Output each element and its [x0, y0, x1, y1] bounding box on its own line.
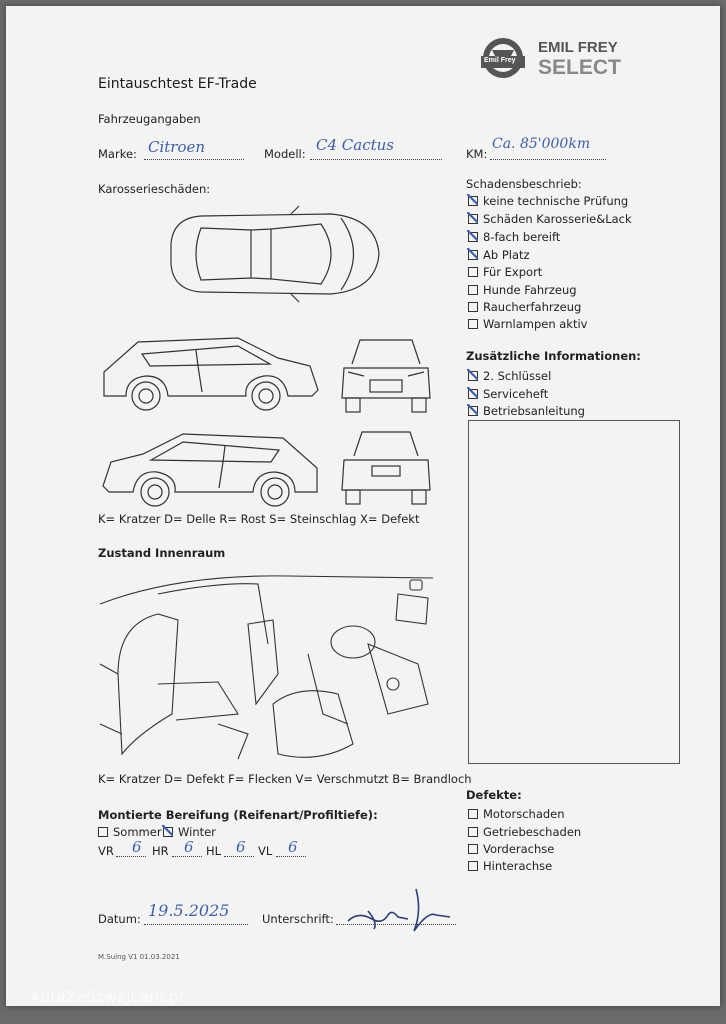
datum-value[interactable]: 19.5.2025 — [148, 901, 230, 920]
marke-label: Marke: — [98, 147, 137, 161]
datum-label: Datum: — [98, 912, 141, 926]
checkbox-sommer[interactable]: Sommer — [98, 825, 162, 839]
signature-icon — [347, 888, 451, 932]
vl-label: VL — [258, 844, 273, 858]
checkbox-motorschaden[interactable]: Motorschaden — [468, 807, 565, 821]
version-text: M.Suing V1 01.03.2021 — [98, 953, 180, 961]
hl-value[interactable]: 6 — [236, 838, 246, 856]
checkbox-winter[interactable]: Winter — [162, 825, 216, 839]
car-front-view-icon — [341, 339, 431, 413]
vehicle-section-title: Fahrzeugangaben — [98, 112, 201, 126]
form-title: Eintauschtest EF-Trade — [98, 76, 257, 92]
checkbox-ab-platz[interactable]: Ab Platz — [467, 248, 530, 262]
checkbox-hinterachse[interactable]: Hinterachse — [468, 859, 552, 873]
logo-emblem-text: Emil Frey — [484, 57, 516, 64]
vr-value[interactable]: 6 — [132, 838, 142, 856]
vl-value[interactable]: 6 — [288, 838, 298, 856]
checkbox-vorderachse[interactable]: Vorderachse — [468, 842, 554, 856]
checkbox-8-fach-bereift[interactable]: 8-fach bereift — [467, 230, 560, 244]
interior-legend: K= Kratzer D= Defekt F= Flecken V= Versc… — [98, 772, 472, 786]
emil-frey-emblem-icon — [481, 38, 525, 78]
watermark-text: AutaZeSzwajcarii.pl — [30, 988, 184, 1006]
checkbox-zweiter-schluessel[interactable]: 2. Schlüssel — [467, 369, 551, 383]
checkbox-schaeden-karosserie[interactable]: Schäden Karosserie&Lack — [467, 212, 632, 226]
checkbox-keine-technische-pruefung[interactable]: keine technische Prüfung — [467, 194, 628, 208]
km-value[interactable]: Ca. 85'000km — [492, 136, 591, 152]
car-left-side-icon — [103, 337, 319, 411]
interior-section-title: Zustand Innenraum — [98, 546, 226, 560]
body-damage-section-title: Karosserieschäden: — [98, 182, 211, 196]
car-top-view-icon — [170, 205, 380, 303]
logo-line2: SELECT — [538, 56, 621, 79]
tires-section-title: Montierte Bereifung (Reifenart/Profiltie… — [98, 808, 378, 822]
hr-value[interactable]: 6 — [184, 838, 194, 856]
notes-box[interactable] — [468, 420, 680, 764]
km-label: KM: — [466, 147, 488, 161]
extra-info-section-title: Zusätzliche Informationen: — [466, 349, 641, 363]
modell-label: Modell: — [264, 147, 306, 161]
marke-value[interactable]: Citroen — [148, 138, 206, 156]
car-right-side-icon — [102, 433, 318, 507]
checkbox-getriebeschaden[interactable]: Getriebeschaden — [468, 825, 581, 839]
unterschrift-label: Unterschrift: — [262, 912, 334, 926]
logo-line1: EMIL FREY — [538, 39, 618, 56]
form-sheet: Emil Frey EMIL FREY SELECT Eintauschtest… — [6, 6, 720, 1006]
checkbox-fuer-export[interactable]: Für Export — [468, 265, 542, 279]
car-rear-view-icon — [341, 431, 431, 505]
vr-label: VR — [98, 844, 114, 858]
checkbox-raucherfahrzeug[interactable]: Raucherfahrzeug — [468, 300, 581, 314]
damage-desc-section-title: Schadensbeschrieb: — [466, 177, 582, 191]
checkbox-serviceheft[interactable]: Serviceheft — [467, 387, 548, 401]
hr-label: HR — [152, 844, 169, 858]
car-interior-icon — [99, 575, 434, 760]
body-damage-legend: K= Kratzer D= Delle R= Rost S= Steinschl… — [98, 512, 420, 526]
defects-section-title: Defekte: — [466, 788, 522, 802]
hl-label: HL — [206, 844, 222, 858]
checkbox-warnlampen-aktiv[interactable]: Warnlampen aktiv — [468, 317, 587, 331]
checkbox-betriebsanleitung[interactable]: Betriebsanleitung — [467, 404, 585, 418]
checkbox-hunde-fahrzeug[interactable]: Hunde Fahrzeug — [468, 283, 577, 297]
modell-value[interactable]: C4 Cactus — [316, 136, 394, 154]
